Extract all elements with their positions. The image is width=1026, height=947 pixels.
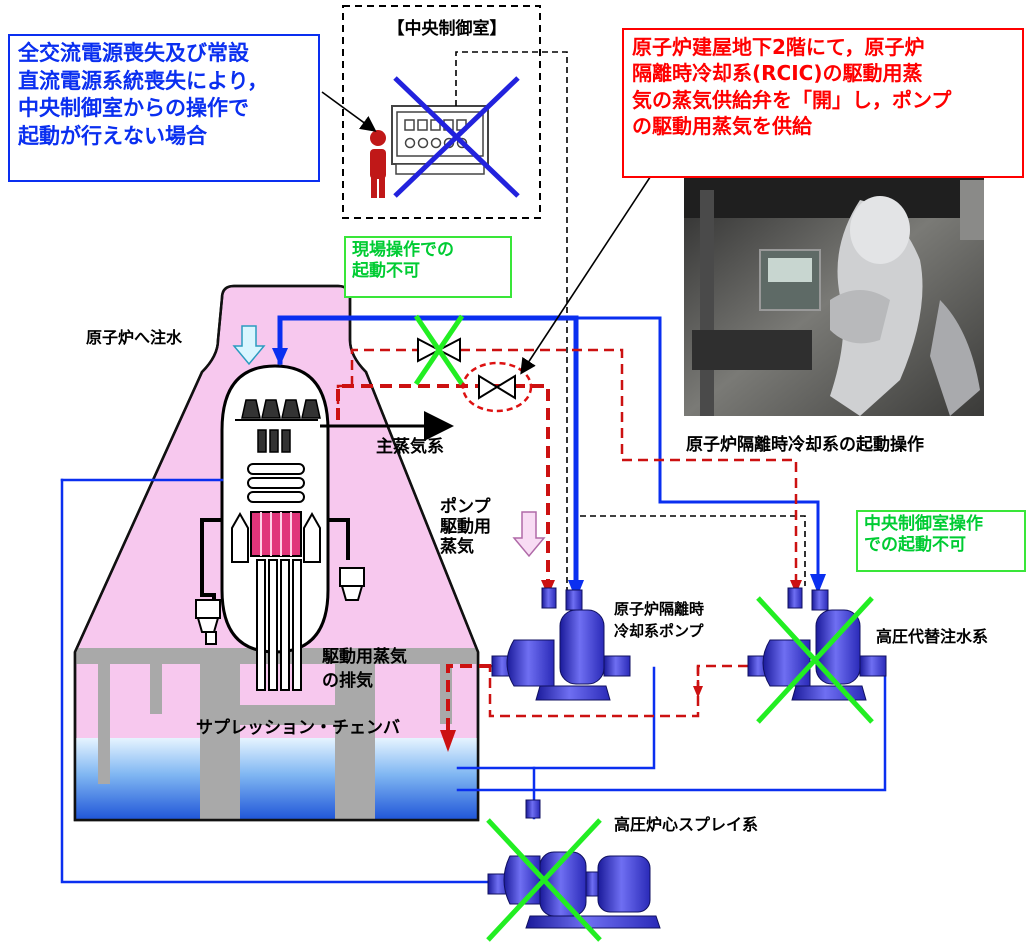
note-line: 直流電源系統喪失により， [18, 68, 269, 93]
hp-alternate-label: 高圧代替注水系 [876, 627, 988, 646]
note-line: 中央制御室からの操作で [18, 96, 249, 121]
control-room-x [393, 76, 520, 198]
concrete-structures [75, 648, 478, 820]
photo-caption: 原子炉隔離時冷却系の起動操作 [686, 434, 924, 455]
main-steam-label: 主蒸気系 [376, 436, 444, 457]
exhaust-label: 駆動用蒸気 の排気 [322, 646, 413, 691]
note-line: 起動が行えない場合 [18, 124, 207, 149]
note-line: の駆動用蒸気を供給 [632, 114, 812, 139]
reactor-vessel [195, 364, 365, 691]
field-start-impossible-note: 現場操作での 起動不可 [344, 236, 512, 298]
suppression-chamber-label: サプレッション・チェンバ [196, 717, 400, 738]
control-room-box [342, 5, 541, 219]
field-valve-x [413, 314, 465, 386]
rcic-pump-label: 原子炉隔離時 冷却系ポンプ [614, 600, 709, 640]
steam-supply-valve-highlight [461, 361, 533, 413]
suppression-pool-water [75, 738, 478, 820]
blackout-condition-note: 全交流電源喪失及び常設 直流電源系統喪失により， 中央制御室からの操作で 起動が… [8, 34, 320, 182]
operator-figure [370, 130, 386, 198]
note-line: 原子炉建屋地下2階にて，原子炉 [632, 35, 925, 59]
note-line: 全交流電源喪失及び常設 [18, 41, 249, 65]
note-line: 中央制御室操作 [864, 514, 983, 534]
field-valve [417, 337, 461, 363]
pump-steam-arrow [512, 511, 546, 558]
hpcs-x [486, 818, 602, 942]
control-room-title: 【中央制御室】 [387, 19, 507, 39]
note-line: 起動不可 [352, 261, 420, 282]
water-injection-arrow [232, 325, 266, 366]
note-line: 隔離時冷却系(RCIC)の駆動用蒸 [632, 61, 923, 86]
field-operation-note: 原子炉建屋地下2階にて，原子炉 隔離時冷却系(RCIC)の駆動用蒸 気の蒸気供給… [622, 28, 1024, 178]
steam-supply-valve [478, 374, 516, 400]
central-start-impossible-note: 中央制御室操作 での起動不可 [856, 510, 1026, 572]
signal-lines [455, 51, 806, 596]
water-injection-label: 原子炉へ注水 [86, 328, 183, 347]
rcic-pump [491, 587, 631, 701]
control-panel [391, 105, 489, 175]
hp-alternate-pump [747, 587, 887, 701]
note-line: での起動不可 [864, 535, 966, 556]
pump-steam-label: ポンプ 駆動用 蒸気 [440, 496, 497, 557]
hp-alternate-x [756, 596, 874, 724]
note-line: 現場操作での [352, 240, 454, 260]
hpcs-label: 高圧炉心スプレイ系 [614, 815, 758, 834]
rcic-operation-photo [684, 178, 984, 416]
note-line: 気の蒸気供給弁を「開」し，ポンプ [632, 87, 952, 112]
